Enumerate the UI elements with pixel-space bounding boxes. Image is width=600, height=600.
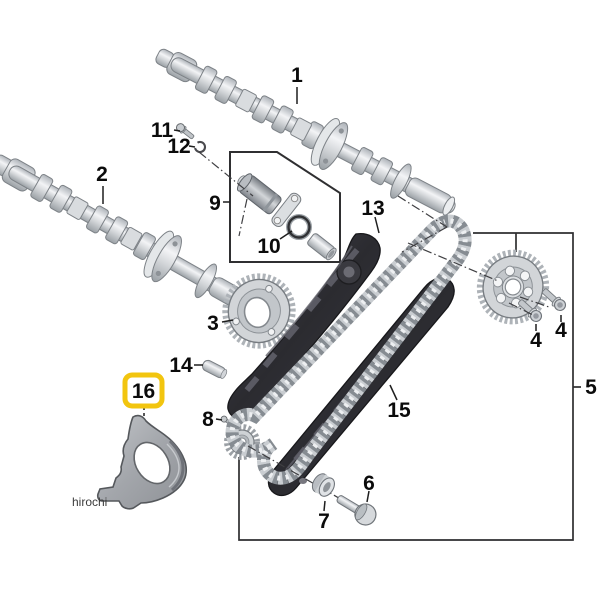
- cam-sprocket: [476, 249, 550, 325]
- callout-8: 8: [202, 408, 214, 431]
- assembly-bracket-5: [238, 232, 581, 541]
- callout-3: 3: [207, 312, 219, 335]
- vanos-solenoid-box: [229, 151, 341, 263]
- solenoid-flange: [271, 192, 302, 227]
- leader-lines: [102, 87, 562, 512]
- bolt-6: [336, 495, 377, 526]
- sprocket-bolt-4a: [518, 299, 543, 323]
- callout-9: 9: [209, 192, 221, 215]
- callout-14: 14: [169, 354, 193, 377]
- cam-lobes: [30, 174, 156, 261]
- callout-13: 13: [361, 197, 384, 220]
- callout-1: 1: [291, 64, 303, 87]
- callout-4b: 4: [555, 319, 567, 342]
- callout-5: 5: [585, 376, 597, 399]
- solenoid-plunger: [307, 233, 337, 261]
- callout-10: 10: [257, 235, 280, 258]
- sprocket-holes: [492, 265, 534, 309]
- callout-11: 11: [151, 119, 174, 142]
- bushing-7: [311, 473, 335, 497]
- callout-6: 6: [363, 472, 375, 495]
- callout-12: 12: [167, 135, 190, 158]
- highlight-box: [122, 372, 165, 409]
- callout-labels: 1 2 3 4 4 5 6 7 8 9 10 11 12 13 14 15: [96, 64, 597, 533]
- solenoid-body: [236, 173, 282, 215]
- circlip-12: [193, 140, 207, 154]
- callout-7: 7: [318, 510, 330, 533]
- chain-guide-rail-13: [227, 232, 381, 419]
- part-camshaft-gear: [222, 273, 296, 349]
- watermark-text: hirochi: [72, 495, 107, 509]
- callout-4a: 4: [530, 329, 542, 352]
- cam-lobes: [194, 65, 394, 186]
- part-camshaft-1: [155, 48, 456, 216]
- highlighted-callout-16: 16: [122, 372, 165, 409]
- timing-chain: [225, 214, 472, 485]
- dowel-pin-14: [202, 359, 228, 379]
- chain-guard-plate-16: [96, 414, 188, 510]
- sprocket-bolt-4b: [542, 288, 567, 312]
- callout-16: 16: [132, 380, 155, 403]
- callout-2: 2: [96, 163, 108, 186]
- callout-15: 15: [387, 399, 411, 422]
